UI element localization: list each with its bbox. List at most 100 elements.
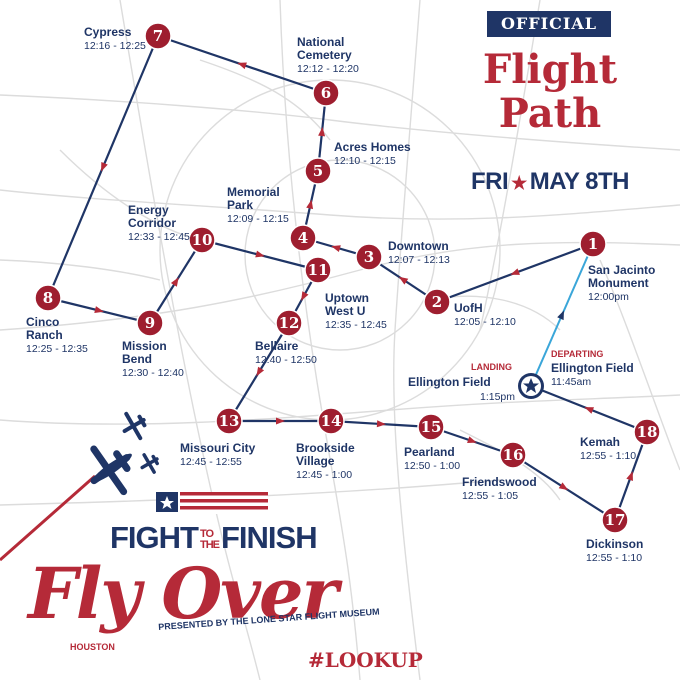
stop-marker-13: 13: [215, 407, 243, 435]
stop-time: 12:33 - 12:45: [128, 231, 190, 243]
direction-arrow-icon: [255, 250, 265, 258]
stop-time: 12:55 - 1:10: [580, 450, 636, 462]
stop-circle: [633, 418, 661, 446]
star-icon: ★: [511, 173, 527, 193]
stop-time: 12:25 - 12:35: [26, 343, 88, 355]
stop-circle: [312, 79, 340, 107]
finish-word: FINISH: [221, 520, 318, 555]
stop-number: 1: [588, 235, 598, 253]
date-day: FRI: [470, 168, 509, 195]
direction-arrow-icon: [557, 310, 565, 321]
stop-circle: [188, 226, 216, 254]
stop-marker-7: 7: [144, 22, 172, 50]
stop-name: Energy: [128, 203, 169, 217]
flight-path-title: Flight Path: [430, 48, 670, 136]
stop-circle: [136, 309, 164, 337]
stop-name: National: [297, 35, 344, 49]
stop-name: Uptown: [325, 291, 369, 305]
svg-text:DEPARTING: DEPARTING: [551, 349, 603, 359]
stop-circle: [304, 256, 332, 284]
stop-name: Mission: [122, 339, 167, 353]
stop-circle: [304, 157, 332, 185]
fight-word: FIGHT: [110, 520, 199, 555]
stop-marker-2: 2: [423, 288, 451, 316]
stop-marker-8: 8: [34, 284, 62, 312]
event-date: FRI★MAY 8TH: [430, 168, 670, 196]
stop-circle: [601, 506, 629, 534]
svg-text:LANDING: LANDING: [471, 362, 512, 372]
stop-circle: [579, 230, 607, 258]
stop-circle: [34, 284, 62, 312]
stop-time: 12:50 - 1:00: [404, 460, 460, 472]
stop-name: Brookside: [296, 441, 355, 455]
stop-marker-12: 12: [275, 309, 303, 337]
stop-marker-9: 9: [136, 309, 164, 337]
stop-circle: [423, 288, 451, 316]
direction-arrow-icon: [376, 420, 386, 428]
stop-marker-3: 3: [355, 243, 383, 271]
stop-number: 11: [308, 261, 329, 279]
stop-number: 10: [192, 231, 213, 249]
direction-arrow-icon: [237, 62, 247, 70]
flag-icon: [156, 492, 268, 514]
stop-circle: [355, 243, 383, 271]
stop-circle: [289, 224, 317, 252]
stop-time: 12:09 - 12:15: [227, 213, 289, 225]
direction-arrow-icon: [101, 161, 108, 172]
stop-name: Cypress: [84, 25, 132, 39]
stop-time: 12:45 - 1:00: [296, 469, 352, 481]
stop-time: 12:55 - 1:05: [462, 490, 518, 502]
stop-name: West U: [325, 304, 365, 318]
svg-text:Ellington Field: Ellington Field: [551, 361, 634, 375]
airport-star-icon: [518, 373, 544, 399]
direction-arrow-icon: [301, 291, 309, 301]
stop-number: 7: [153, 27, 163, 45]
title-line-2: Path: [498, 90, 602, 137]
stop-marker-10: 10: [188, 226, 216, 254]
departure-connector: [530, 243, 594, 387]
stop-time: 12:07 - 12:13: [388, 254, 450, 266]
direction-arrow-icon: [318, 127, 326, 137]
title-line-1: Flight: [482, 46, 618, 93]
stop-time: 12:10 - 12:15: [334, 155, 396, 167]
stop-number: 2: [432, 293, 442, 311]
stop-circle: [499, 441, 527, 469]
fighter-plane-icon: [122, 411, 147, 441]
stop-number: 16: [503, 446, 524, 464]
stop-time: 12:55 - 1:10: [586, 552, 642, 564]
landing-label: LANDING Ellington Field 1:15pm: [408, 362, 515, 403]
lookup-hashtag: #LOOKUP: [308, 648, 423, 672]
stop-circle: [215, 407, 243, 435]
stop-time: 12:35 - 12:45: [325, 319, 387, 331]
stop-name: Corridor: [128, 216, 176, 230]
stop-number: 17: [605, 511, 626, 529]
direction-arrow-icon: [626, 471, 633, 481]
direction-arrow-icon: [584, 407, 595, 414]
stop-number: 18: [637, 423, 658, 441]
stop-circle: [317, 407, 345, 435]
stop-name: Pearland: [404, 445, 455, 459]
stop-name: Dickinson: [586, 537, 643, 551]
stop-marker-17: 17: [601, 506, 629, 534]
stop-marker-15: 15: [417, 413, 445, 441]
stop-number: 9: [145, 314, 155, 332]
stop-marker-14: 14: [317, 407, 345, 435]
stop-name: Cinco: [26, 315, 59, 329]
fly-over-title: Fly Over: [28, 552, 338, 635]
stop-name: Village: [296, 454, 335, 468]
